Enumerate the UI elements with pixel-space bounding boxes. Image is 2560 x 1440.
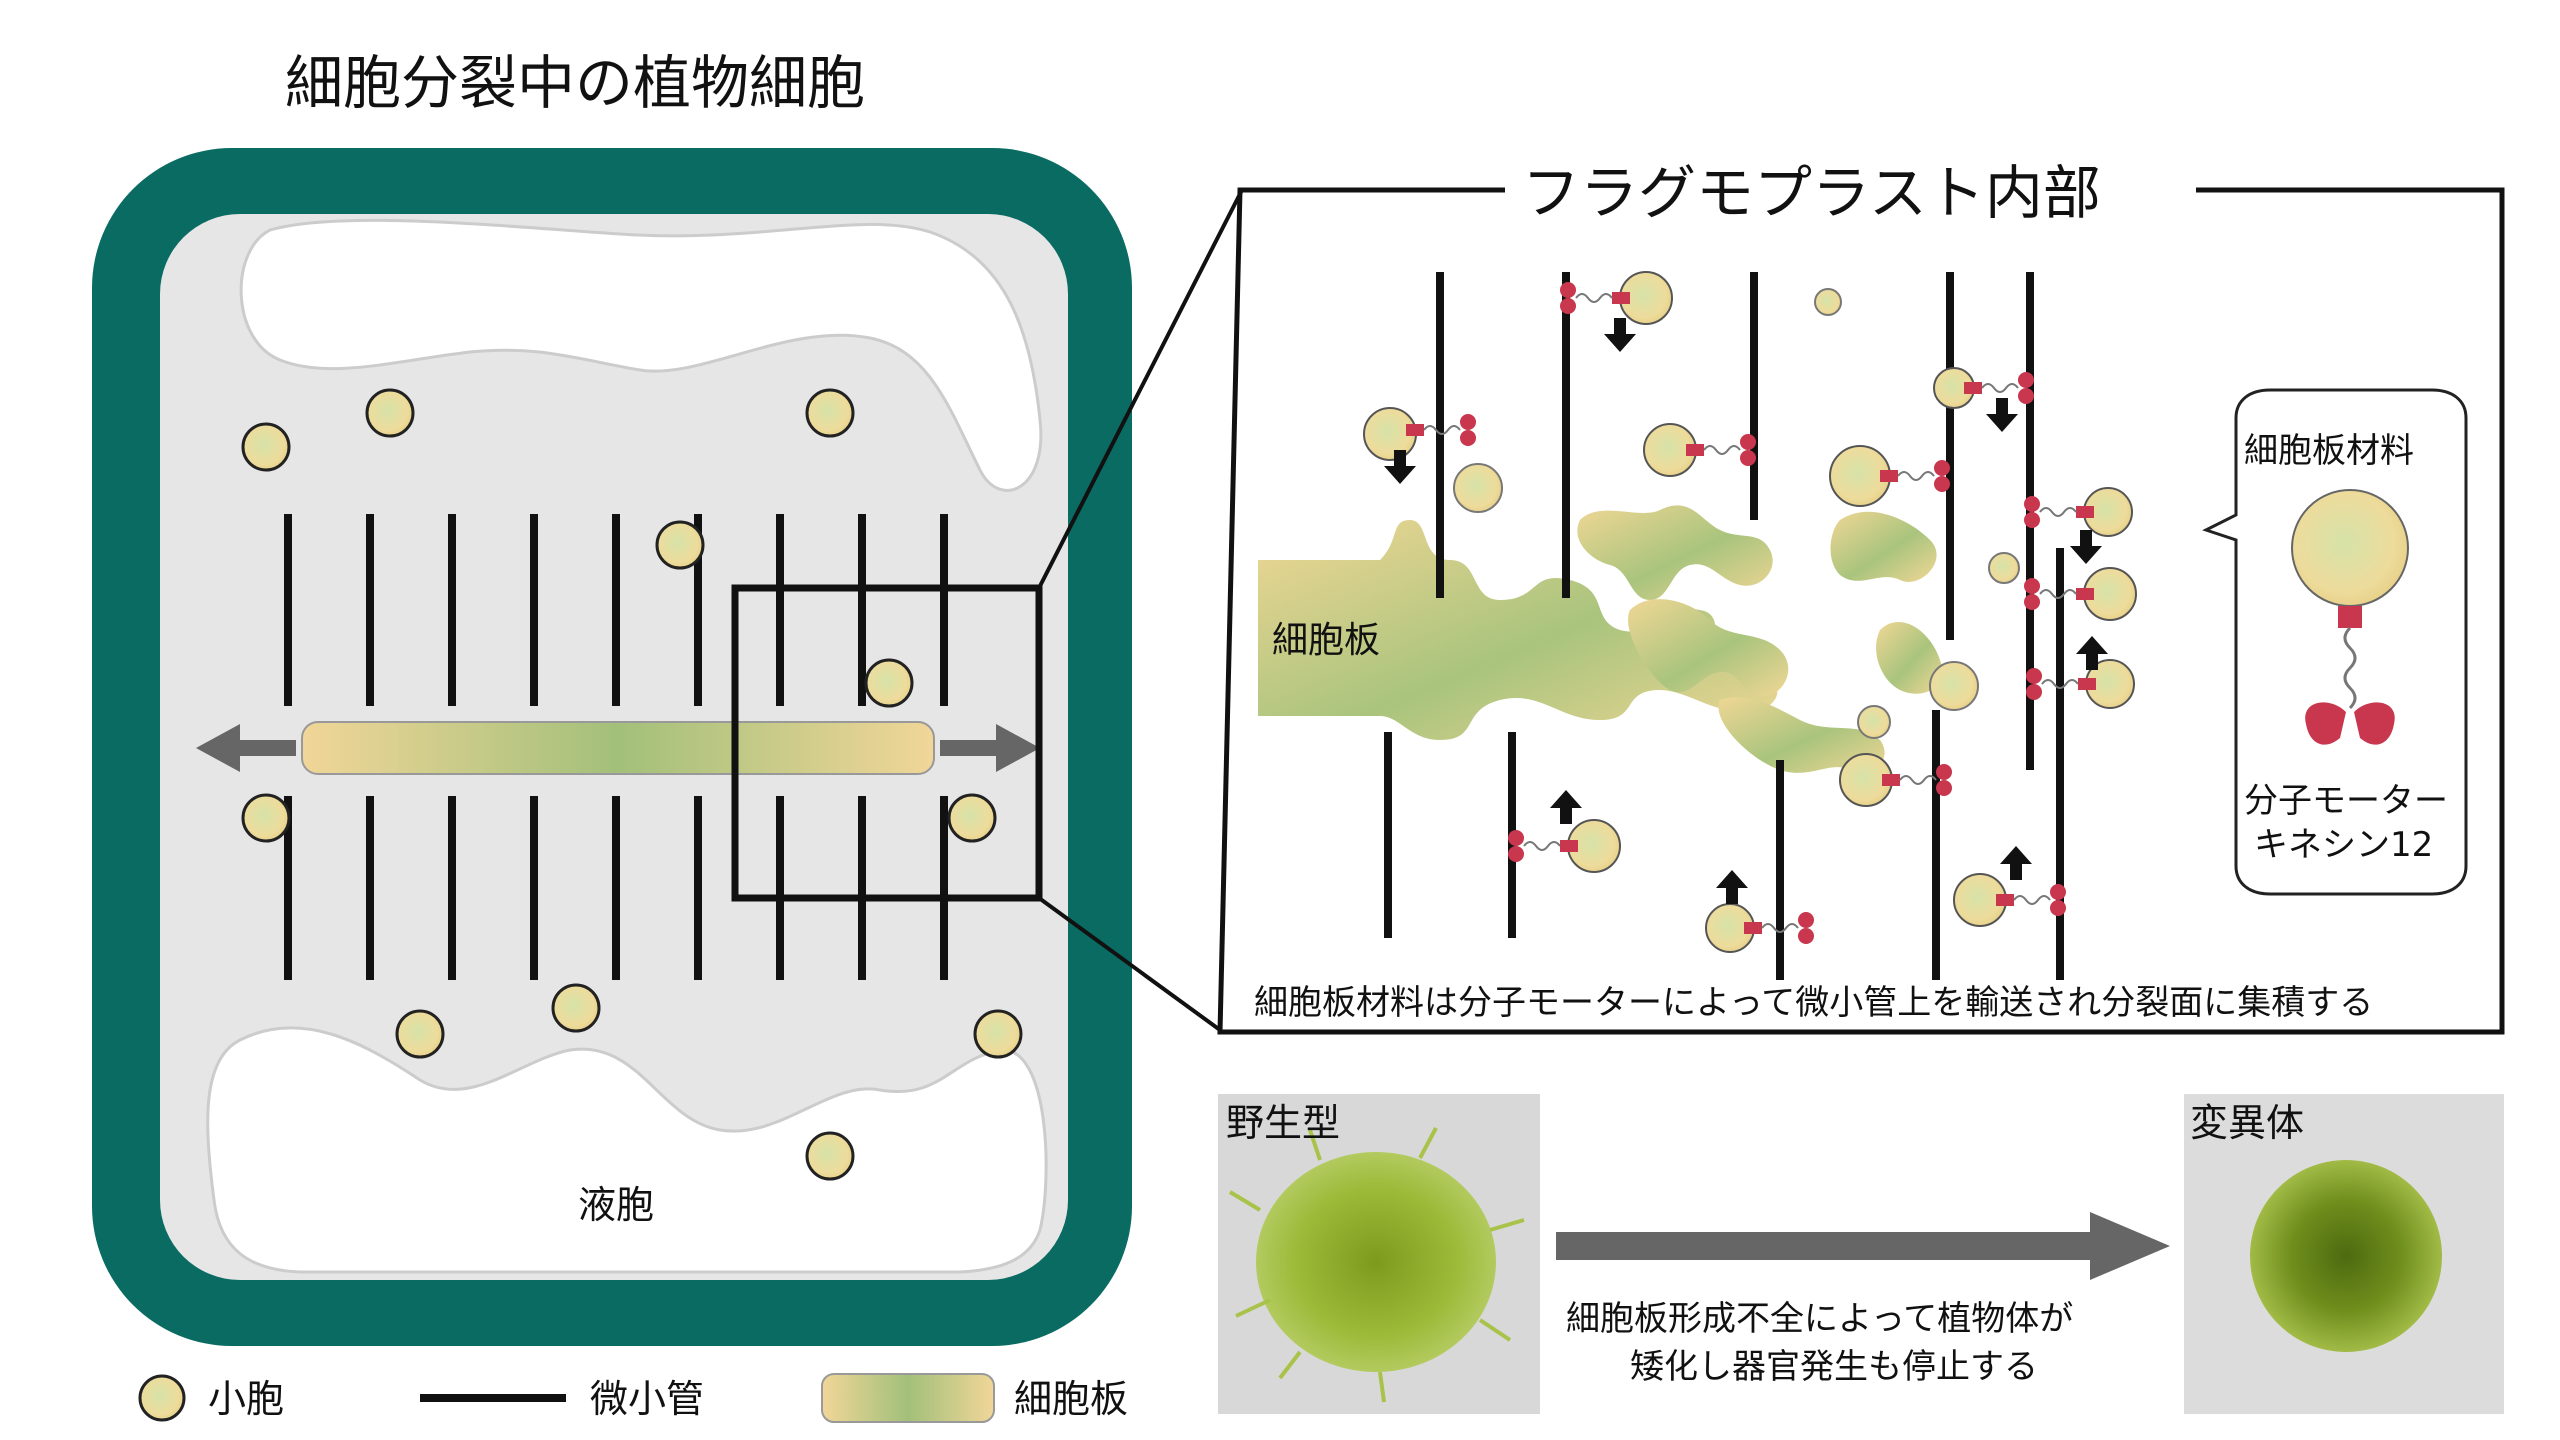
motor-vesicle — [1643, 423, 1757, 477]
vesicle — [1988, 552, 2020, 584]
callout-vesicle — [2291, 489, 2409, 607]
callout-motor-head-right — [2354, 702, 2395, 745]
vesicle — [1814, 288, 1842, 316]
phenotype-text-2: 矮化し器官発生も停止する — [1630, 1347, 2038, 1387]
wild-type-moss — [1228, 1127, 1525, 1403]
motor-vesicle — [1953, 873, 2067, 927]
vesicle — [864, 658, 914, 708]
phenotype-text-1: 細胞板形成不全によって植物体が — [1566, 1299, 2073, 1339]
arrow-up — [2000, 846, 2032, 880]
vesicle — [655, 520, 705, 570]
arrow-down — [2070, 530, 2102, 564]
legend-cell-plate-symbol — [821, 1373, 995, 1423]
expansion-arrow-right — [940, 724, 1040, 772]
arrow-down — [1384, 450, 1416, 484]
arrow-up — [1550, 790, 1582, 824]
callout-motor-head-left — [2305, 702, 2346, 745]
vesicle — [365, 388, 415, 438]
vesicle — [1453, 463, 1503, 513]
cell-plate-fragments — [1577, 505, 1942, 773]
callout-top-label: 細胞板材料 — [2244, 431, 2414, 471]
phragmoplast-inset: フラグモプラスト内部 細胞板 — [1217, 159, 2505, 1035]
motor-vesicle — [2023, 487, 2133, 537]
phenotype-comparison: 野生型 変異体 細胞板形成不全によって植物体が 矮化し器官発生も停止する — [1218, 1094, 2504, 1414]
zoom-region — [731, 189, 1244, 1032]
callout-bottom-label-2: キネシン12 — [2254, 825, 2433, 865]
inset-cell-plate-label: 細胞板 — [1272, 620, 1380, 661]
material-callout: 細胞板材料 分子モーター キネシン12 — [2202, 388, 2468, 896]
figure-title: 細胞分裂中の植物細胞 — [285, 49, 865, 117]
motor-vesicle — [1829, 445, 1951, 507]
vesicle — [805, 1131, 855, 1181]
vesicle — [241, 793, 291, 843]
arrow-down — [1604, 318, 1636, 352]
vesicle — [947, 793, 997, 843]
wild-type-label: 野生型 — [1226, 1101, 1340, 1145]
plant-cell: 液胞 — [92, 148, 1132, 1346]
callout-motor-stalk — [2343, 626, 2357, 710]
arrow-up — [2076, 636, 2108, 670]
vesicle — [1857, 705, 1891, 739]
vacuole-label: 液胞 — [578, 1183, 654, 1227]
motor-vesicle — [2023, 567, 2137, 621]
callout-bubble — [2202, 388, 2468, 896]
vesicle — [1929, 661, 1979, 711]
vesicle — [551, 983, 601, 1033]
callout-bottom-label-1: 分子モーター — [2244, 781, 2448, 821]
legend-label-vesicle: 小胞 — [208, 1377, 284, 1421]
expansion-arrow-left — [196, 724, 296, 772]
phenotype-arrow — [1556, 1212, 2170, 1280]
zoom-connector-bottom — [1037, 896, 1222, 1032]
transport-arrows — [1384, 318, 2108, 904]
vesicle — [395, 1009, 445, 1059]
legend-vesicle-symbol — [138, 1374, 186, 1422]
motor-vesicle — [1507, 819, 1621, 873]
inset-title-bg — [1510, 160, 2196, 230]
vesicles — [241, 388, 1023, 1181]
inset-cell-plate — [1258, 520, 1778, 740]
microtubules-lower — [284, 796, 948, 980]
inset-caption: 細胞板材料は分子モーターによって微小管上を輸送され分裂面に集積する — [1254, 983, 2373, 1023]
mutant-moss — [2250, 1160, 2442, 1352]
arrow-down — [1986, 398, 2018, 432]
vesicle — [973, 1009, 1023, 1059]
callout-motor-neck — [2338, 606, 2362, 628]
inset-frame — [1217, 187, 2505, 1035]
vesicle — [805, 388, 855, 438]
zoom-connector-top — [1037, 189, 1244, 589]
inset-title: フラグモプラスト内部 — [1522, 159, 2101, 227]
motor-vesicle — [1559, 271, 1673, 325]
legend: 小胞 微小管 細胞板 — [138, 1373, 1128, 1423]
motor-vesicle — [1363, 407, 1477, 461]
motor-vesicle — [2025, 659, 2135, 709]
motor-vesicle — [1839, 753, 1953, 807]
cell-plate — [301, 721, 935, 775]
motor-vesicle — [1705, 903, 1815, 953]
mutant-label: 変異体 — [2190, 1101, 2304, 1145]
zoom-box — [731, 584, 1043, 902]
arrow-up — [1716, 870, 1748, 904]
legend-label-microtubule: 微小管 — [590, 1377, 704, 1421]
inset-free-vesicles — [1453, 288, 2020, 739]
vacuole-bottom — [206, 1026, 1048, 1274]
motor-vesicle — [1933, 367, 2035, 409]
vesicle — [241, 422, 291, 472]
legend-label-cell-plate: 細胞板 — [1014, 1377, 1128, 1421]
vacuole-top — [239, 218, 1043, 492]
